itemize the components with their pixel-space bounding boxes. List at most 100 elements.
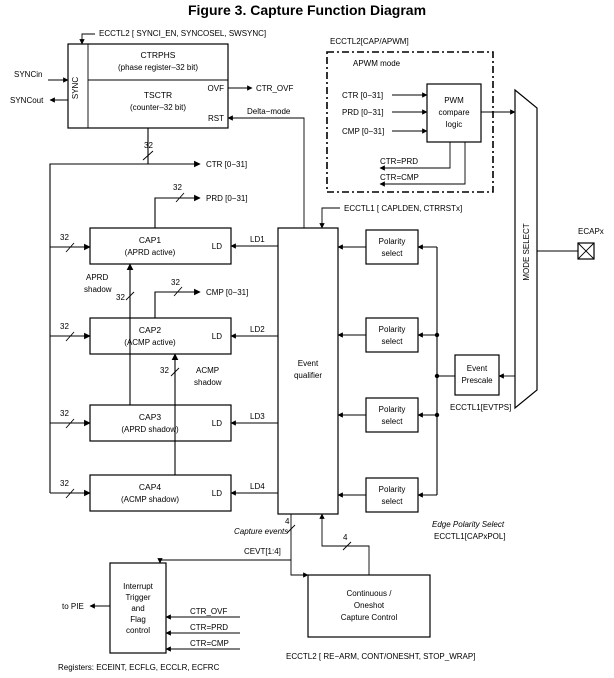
bus-width-prd: 32 xyxy=(173,183,182,192)
counter-block xyxy=(67,43,229,129)
continuous-line1: Continuous / xyxy=(347,589,393,598)
cap2-desc: (ACMP active) xyxy=(124,338,176,347)
bus-width-cap1: 32 xyxy=(60,233,69,242)
bus-width-cap3: 32 xyxy=(60,409,69,418)
cmp-bus-label: CMP [0−31] xyxy=(206,288,248,297)
interrupt-line1: Interrupt xyxy=(123,582,154,591)
ecctl1-evtps-label: ECCTL1[EVTPS] xyxy=(450,403,511,412)
mode-select-mux xyxy=(514,88,538,410)
interrupt-line5: control xyxy=(126,626,150,635)
cap3-title: CAP3 xyxy=(139,412,161,422)
ctrphs-desc: (phase register–32 bit) xyxy=(118,63,198,72)
cap3-register xyxy=(89,404,232,442)
to-pie-label: to PIE xyxy=(62,602,84,611)
interrupt-line4: Flag xyxy=(130,615,146,624)
ecapx-label: ECAPx xyxy=(578,227,604,236)
polarity-3-line1: Polarity xyxy=(379,405,406,414)
interrupt-line3: and xyxy=(131,604,144,613)
polarity-select-2 xyxy=(365,317,419,353)
cap4-desc: (ACMP shadow) xyxy=(121,495,179,504)
acmp-shadow-1: ACMP xyxy=(196,366,219,375)
continuous-line2: Oneshot xyxy=(354,601,385,610)
ld2-label: LD2 xyxy=(250,325,265,334)
ctr-cmp-label: CTR=CMP xyxy=(380,173,419,182)
ctr-bus-label: CTR [0−31] xyxy=(206,160,247,169)
capture-events-label: Capture events xyxy=(234,527,288,536)
ctr-ovf-input: CTR_OVF xyxy=(190,607,227,616)
aprd-shadow-1: APRD xyxy=(86,273,108,282)
cap3-ld: LD xyxy=(212,419,222,428)
pwm-logic-line2: compare xyxy=(438,108,470,117)
ecctl2-cap-label: ECCTL2[CAP/APWM] xyxy=(330,37,409,46)
pwm-logic-line1: PWM xyxy=(444,96,464,105)
event-qualifier-line1: Event xyxy=(298,359,319,368)
event-prescale-block xyxy=(454,354,500,396)
bus-width-aprd: 32 xyxy=(116,293,125,302)
prd-bus-label: PRD [0−31] xyxy=(206,194,248,203)
ctr-prd-label: CTR=PRD xyxy=(380,157,418,166)
cap2-ld: LD xyxy=(212,332,222,341)
polarity-select-4 xyxy=(365,477,419,513)
cap4-ld: LD xyxy=(212,489,222,498)
bus-width-cap2: 32 xyxy=(60,322,69,331)
registers-label: Registers: ECEINT, ECFLG, ECCLR, ECFRC xyxy=(58,663,220,672)
ld3-label: LD3 xyxy=(250,412,265,421)
bus-width-capture-events: 4 xyxy=(285,517,290,526)
polarity-1-line1: Polarity xyxy=(379,237,406,246)
apwm-region xyxy=(326,51,494,193)
cap2-register xyxy=(89,317,232,355)
acmp-shadow-2: shadow xyxy=(194,378,222,387)
apwm-cmp-input: CMP [0−31] xyxy=(342,127,384,136)
ctr-ovf-label: CTR_OVF xyxy=(256,84,293,93)
event-qualifier-line2: qualifier xyxy=(294,371,322,380)
cap1-ld: LD xyxy=(212,242,222,251)
polarity-select-1 xyxy=(365,229,419,265)
continuous-line3: Capture Control xyxy=(341,613,398,622)
ecctl1-cap-label: ECCTL1 [ CAPLDEN, CTRRSTx] xyxy=(344,204,462,213)
ld1-label: LD1 xyxy=(250,235,265,244)
aprd-shadow-2: shadow xyxy=(84,285,112,294)
polarity-3-line2: select xyxy=(382,417,404,426)
edge-polarity-label: Edge Polarity Select xyxy=(432,520,505,529)
pwm-logic-line3: logic xyxy=(446,120,462,129)
bus-width-acmp: 32 xyxy=(160,366,169,375)
event-prescale-line2: Prescale xyxy=(461,376,493,385)
interrupt-line2: Trigger xyxy=(125,593,150,602)
sync-label: SYNC xyxy=(71,77,80,99)
tsctr-title: TSCTR xyxy=(144,90,172,100)
polarity-2-line1: Polarity xyxy=(379,325,406,334)
rst-label: RST xyxy=(208,114,224,123)
apwm-mode-label: APWM mode xyxy=(353,59,401,68)
polarity-4-line2: select xyxy=(382,497,404,506)
bus-width-cmp: 32 xyxy=(171,278,180,287)
bus-width-control: 4 xyxy=(343,533,348,542)
mode-select-label: MODE SELECT xyxy=(522,223,531,280)
ecctl2-rearm-label: ECCTL2 [ RE−ARM, CONT/ONESHT, STOP_WRAP] xyxy=(286,652,475,661)
delta-mode-label: Delta−mode xyxy=(247,107,291,116)
cap4-title: CAP4 xyxy=(139,482,161,492)
ctr-prd-input: CTR=PRD xyxy=(190,623,228,632)
continuous-oneshot-block xyxy=(307,574,431,638)
ld4-label: LD4 xyxy=(250,482,265,491)
polarity-1-line2: select xyxy=(382,249,404,258)
syncin-label: SYNCin xyxy=(14,70,42,79)
syncout-label: SYNCout xyxy=(10,96,44,105)
apwm-prd-input: PRD [0−31] xyxy=(342,108,384,117)
cevt-label: CEVT[1:4] xyxy=(244,547,281,556)
ctrphs-title: CTRPHS xyxy=(141,50,176,60)
cap1-desc: (APRD active) xyxy=(125,248,176,257)
cap1-title: CAP1 xyxy=(139,235,161,245)
ecctl2-sync-label: ECCTL2 [ SYNCI_EN, SYNCOSEL, SWSYNC] xyxy=(99,29,266,38)
event-prescale-line1: Event xyxy=(467,364,488,373)
cap1-register xyxy=(89,227,232,265)
ecctl1-capxpol-label: ECCTL1[CAPxPOL] xyxy=(434,532,506,541)
cap2-title: CAP2 xyxy=(139,325,161,335)
polarity-select-3 xyxy=(365,397,419,433)
tsctr-desc: (counter–32 bit) xyxy=(130,103,186,112)
bus-width-ctr: 32 xyxy=(144,141,153,150)
polarity-4-line1: Polarity xyxy=(379,485,406,494)
cap4-register xyxy=(89,474,232,512)
interrupt-flag-block xyxy=(109,562,167,654)
ovf-label: OVF xyxy=(208,84,225,93)
